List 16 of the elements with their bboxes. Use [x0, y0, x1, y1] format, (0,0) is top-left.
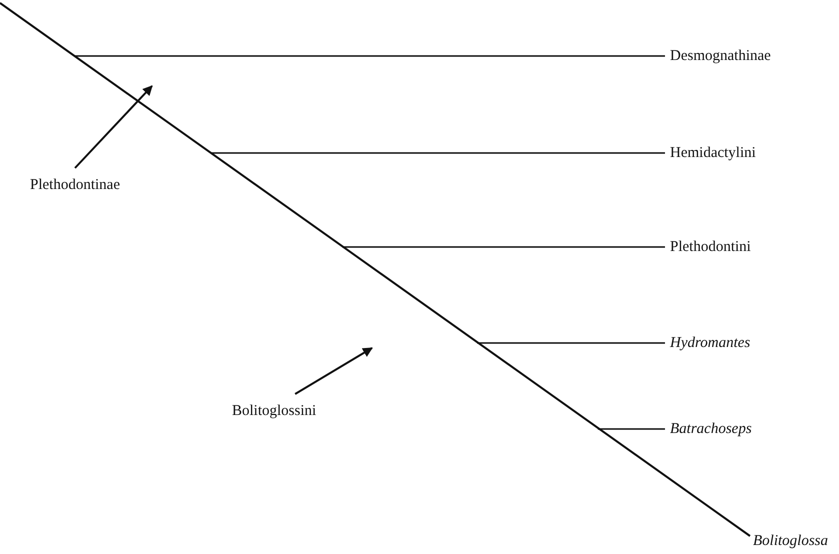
- branch-line: [477, 342, 665, 344]
- taxon-label: Desmognathinae: [670, 47, 771, 65]
- clade-label: Bolitoglossini: [232, 402, 316, 420]
- stem-line: [0, 2, 751, 537]
- leader-arrow: [294, 347, 373, 395]
- taxon-label: Hydromantes: [670, 334, 750, 352]
- clade-label: Plethodontinae: [30, 176, 120, 194]
- branch-line: [598, 428, 665, 430]
- taxon-label: Bolitoglossa: [753, 532, 828, 550]
- branch-line: [210, 152, 665, 154]
- taxon-label: Hemidactylini: [670, 144, 756, 162]
- branch-line: [342, 246, 665, 248]
- branch-line: [74, 55, 665, 57]
- taxon-label: Plethodontini: [670, 238, 751, 256]
- taxon-label: Batrachoseps: [670, 420, 752, 438]
- leader-arrow: [74, 85, 153, 169]
